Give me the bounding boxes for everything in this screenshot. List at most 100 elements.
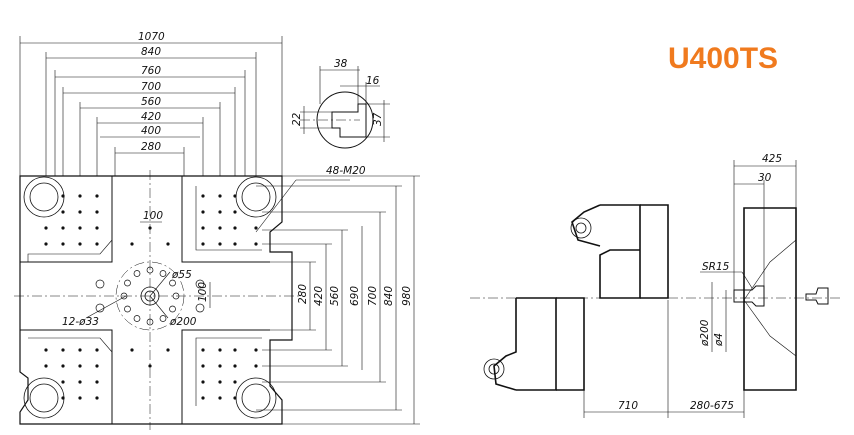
- dim-37: 37: [372, 112, 384, 126]
- dim-d200: ø200: [699, 319, 711, 347]
- mounting-hole: [233, 380, 237, 384]
- mounting-hole: [61, 194, 65, 198]
- bolt-circle-hole: [169, 279, 176, 287]
- mounting-hole: [166, 242, 170, 246]
- mounting-hole: [78, 210, 82, 214]
- mounting-hole: [201, 364, 205, 368]
- mounting-hole: [44, 242, 48, 246]
- dim-425: 425: [762, 153, 782, 165]
- mounting-hole: [95, 348, 99, 352]
- mounting-hole: [61, 226, 65, 230]
- height-dimensions: 280 420 560 690 700 840 980: [256, 175, 420, 425]
- mounting-hole: [95, 396, 99, 400]
- mounting-hole: [44, 348, 48, 352]
- mounting-hole: [201, 348, 205, 352]
- mounting-hole: [95, 210, 99, 214]
- mounting-hole: [44, 226, 48, 230]
- mounting-hole: [61, 396, 65, 400]
- dim-v-980: 980: [401, 286, 413, 306]
- bolt-circle-hole: [159, 315, 167, 322]
- mounting-hole: [233, 194, 237, 198]
- mounting-hole: [78, 194, 82, 198]
- mounting-hole: [254, 348, 258, 352]
- bolt-circle-label: 12-ø33: [62, 316, 99, 328]
- mounting-hole: [218, 210, 222, 214]
- mounting-hole: [78, 226, 82, 230]
- model-title: U400TS: [668, 42, 778, 75]
- mounting-hole: [95, 380, 99, 384]
- mounting-hole: [95, 364, 99, 368]
- mounting-hole: [61, 242, 65, 246]
- mounting-hole: [254, 226, 258, 230]
- sr15-label: SR15: [702, 261, 730, 273]
- platen-front-view: [14, 170, 350, 430]
- dim-100-v: 100: [197, 282, 209, 302]
- mounting-hole: [254, 364, 258, 368]
- mounting-hole: [218, 348, 222, 352]
- mounting-hole: [95, 226, 99, 230]
- mounting-hole: [218, 194, 222, 198]
- dim-840: 840: [141, 46, 161, 58]
- mounting-hole: [233, 348, 237, 352]
- dim-range: 280-675: [690, 400, 734, 412]
- dim-38: 38: [334, 58, 348, 70]
- mounting-hole: [78, 380, 82, 384]
- pcd-label: ø200: [169, 316, 197, 328]
- t-slot-detail: 38 16 22 37: [291, 58, 390, 149]
- ejector-hole: [195, 303, 205, 313]
- mounting-hole: [218, 380, 222, 384]
- mounting-hole: [201, 226, 205, 230]
- dim-710: 710: [618, 400, 638, 412]
- dim-v-420: 420: [313, 286, 325, 306]
- dim-30: 30: [758, 172, 772, 184]
- mounting-hole: [148, 364, 152, 368]
- platen-callouts: 100 100 48-M20 ø55 ø200 12-ø33: [62, 165, 366, 328]
- mounting-hole: [254, 242, 258, 246]
- dim-560: 560: [141, 96, 161, 108]
- bolt-circle-hole: [169, 305, 176, 313]
- bolt-circle-hole: [124, 279, 131, 287]
- mounting-hole: [233, 242, 237, 246]
- dim-v-700: 700: [367, 286, 379, 306]
- mounting-hole: [61, 348, 65, 352]
- dim-v-840: 840: [383, 286, 395, 306]
- bolt-circle-hole: [133, 315, 141, 322]
- mounting-hole: [78, 396, 82, 400]
- mounting-hole: [218, 242, 222, 246]
- mounting-hole: [233, 226, 237, 230]
- thread-callout: 48-M20: [326, 165, 366, 177]
- dim-d4: ø4: [713, 333, 725, 347]
- mounting-hole: [61, 364, 65, 368]
- mounting-hole: [233, 364, 237, 368]
- ejector-hole: [195, 279, 205, 289]
- mounting-hole: [201, 210, 205, 214]
- dim-400: 400: [141, 125, 161, 137]
- mounting-hole: [218, 396, 222, 400]
- dim-760: 760: [141, 65, 161, 77]
- width-dimensions: 1070 840 760 700 560 420 400 280: [19, 31, 283, 176]
- mounting-hole: [201, 242, 205, 246]
- mounting-hole: [61, 210, 65, 214]
- dim-1070: 1070: [138, 31, 165, 43]
- mounting-hole: [166, 348, 170, 352]
- mounting-hole: [218, 226, 222, 230]
- dim-420: 420: [141, 111, 161, 123]
- mounting-hole: [233, 396, 237, 400]
- mounting-hole: [201, 380, 205, 384]
- mounting-hole: [95, 194, 99, 198]
- mounting-hole: [44, 364, 48, 368]
- mounting-hole: [130, 242, 134, 246]
- dim-v-280: 280: [297, 284, 309, 304]
- mounting-hole: [130, 348, 134, 352]
- mounting-hole: [201, 396, 205, 400]
- mounting-hole: [233, 210, 237, 214]
- dim-100-h: 100: [143, 210, 163, 222]
- bolt-circle-hole: [133, 270, 141, 277]
- mounting-hole: [201, 194, 205, 198]
- dim-700: 700: [141, 81, 161, 93]
- bolt-circle-hole: [124, 305, 131, 313]
- dim-22: 22: [291, 112, 303, 126]
- side-view: 425 30 SR15 ø200 ø4 710 280-675: [470, 153, 840, 418]
- dim-280: 280: [141, 141, 161, 153]
